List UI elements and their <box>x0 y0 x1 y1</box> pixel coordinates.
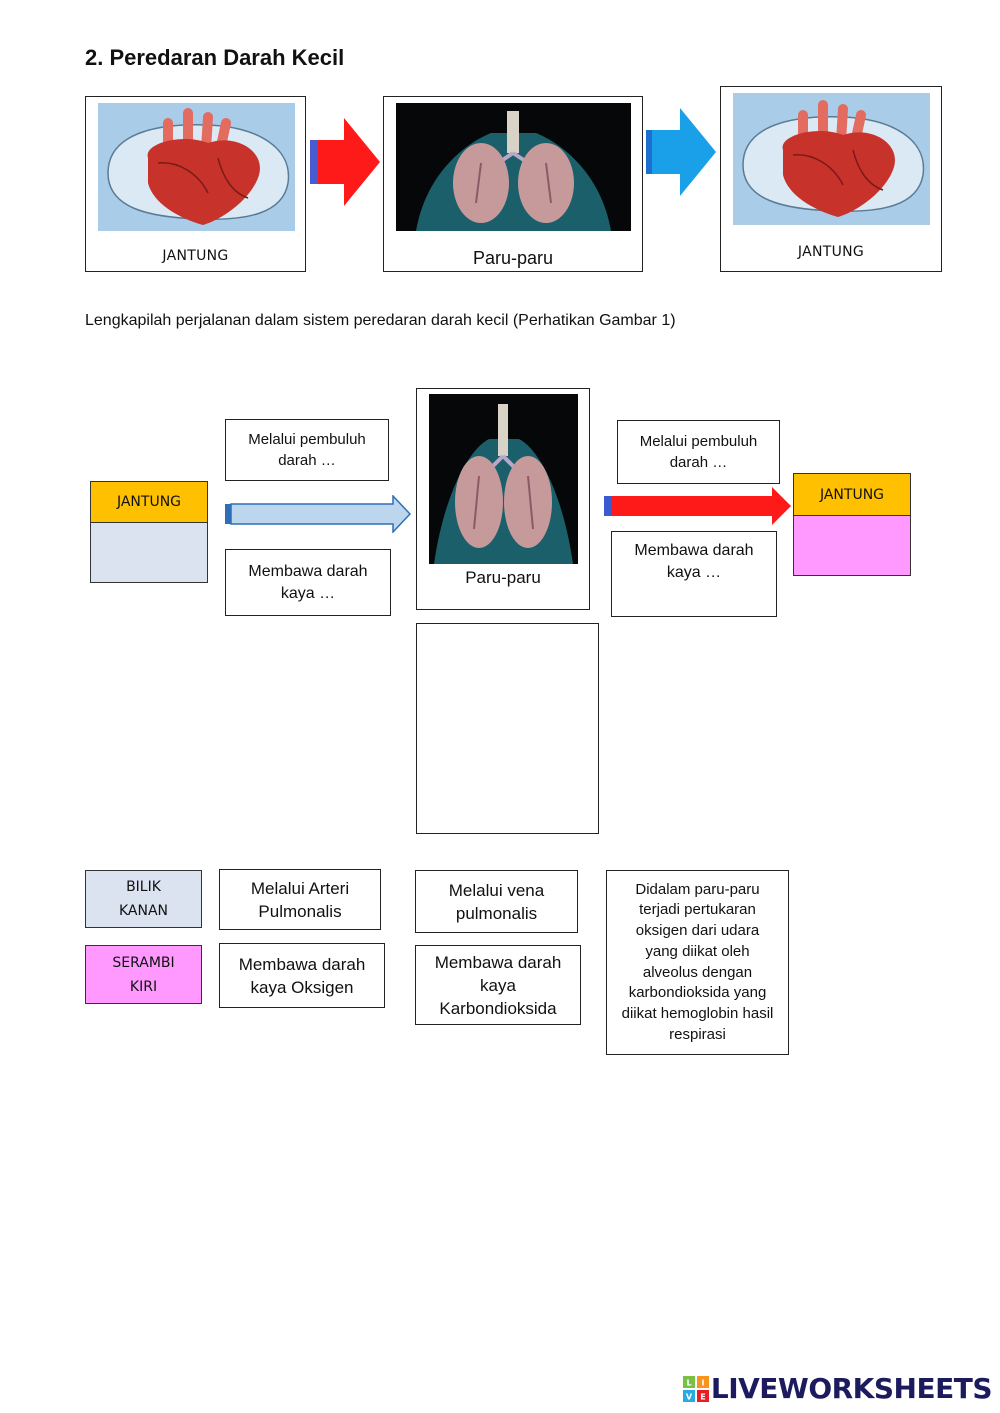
top-heart-card-right: JANTUNG <box>720 86 942 272</box>
right-heart-label: JANTUNG <box>793 473 911 516</box>
right-heart-drop-zone[interactable] <box>793 515 911 576</box>
left-heart-drop-zone[interactable] <box>90 522 208 583</box>
center-lungs-card: Paru-paru <box>416 388 590 610</box>
option-bilik-kanan[interactable]: BILIK KANAN <box>85 870 202 928</box>
red-arrow-right-icon <box>604 487 791 525</box>
top-heart-card-left: JANTUNG <box>85 96 306 272</box>
option-kaya-karbondioksida[interactable]: Membawa darah kaya Karbondioksida <box>415 945 581 1025</box>
heart-caption: JANTUNG <box>162 248 229 264</box>
top-lungs-card: Paru-paru <box>383 96 643 272</box>
option-pertukaran-gas[interactable]: Didalam paru-paru terjadi pertukaran oks… <box>606 870 789 1055</box>
light-blue-arrow-right-icon <box>225 495 411 533</box>
page-title: 2. Peredaran Darah Kecil <box>85 45 345 70</box>
option-arteri-pulmonalis[interactable]: Melalui Arteri Pulmonalis <box>219 869 381 930</box>
lungs-image <box>396 103 631 231</box>
red-arrow-right-icon <box>310 118 380 206</box>
left-vessel-prompt: Melalui pembuluh darah … <box>225 419 389 481</box>
liveworksheets-logo-icon: L I V E <box>682 1375 709 1402</box>
logo-letter: E <box>700 1392 705 1401</box>
lungs-caption: Paru-paru <box>472 247 554 268</box>
heart-caption: JANTUNG <box>797 244 865 260</box>
logo-letter: L <box>686 1378 691 1387</box>
logo-letter: V <box>686 1392 693 1401</box>
right-blood-prompt: Membawa darah kaya … <box>611 531 777 617</box>
blue-arrow-right-icon <box>646 108 716 196</box>
heart-image <box>733 93 930 225</box>
lungs-image <box>429 394 578 564</box>
heart-image <box>98 103 295 231</box>
instruction-text: Lengkapilah perjalanan dalam sistem pere… <box>85 312 676 329</box>
left-blood-prompt: Membawa darah kaya … <box>225 549 391 616</box>
lungs-caption: Paru-paru <box>465 568 541 587</box>
liveworksheets-wordmark: LIVEWORKSHEETS <box>710 1372 993 1405</box>
right-vessel-prompt: Melalui pembuluh darah … <box>617 420 780 484</box>
liveworksheets-logo: L I V E LIVEWORKSHEETS <box>682 1372 993 1405</box>
exchange-drop-zone[interactable] <box>416 623 599 834</box>
logo-letter: I <box>701 1378 704 1387</box>
option-vena-pulmonalis[interactable]: Melalui vena pulmonalis <box>415 870 578 933</box>
option-serambi-kiri[interactable]: SERAMBI KIRI <box>85 945 202 1004</box>
option-kaya-oksigen[interactable]: Membawa darah kaya Oksigen <box>219 943 385 1008</box>
left-heart-label: JANTUNG <box>90 481 208 523</box>
